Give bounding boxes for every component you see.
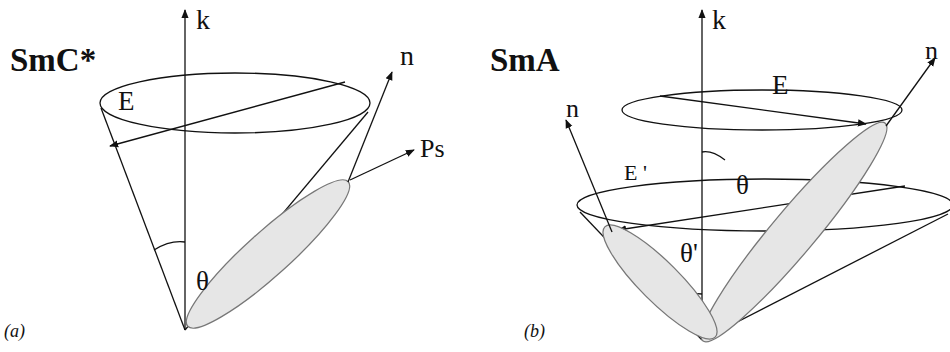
field-arrow (110, 82, 345, 146)
phase-name: SmC* (10, 44, 96, 77)
cone-rim (577, 179, 950, 231)
angle-label: θ' (680, 240, 698, 267)
phase-name: SmA (490, 44, 560, 77)
vector-label: E (772, 72, 789, 99)
panel-label: (b) (524, 322, 545, 340)
director-arrow (566, 120, 612, 232)
k-axis (701, 10, 702, 340)
vector-label: n (925, 38, 938, 64)
vector-label: n (400, 42, 414, 70)
field-arrow (660, 96, 866, 124)
vector-label: E ' (624, 162, 647, 184)
vector-label: E (118, 88, 135, 115)
angle-label: θ (736, 172, 749, 199)
cone-rim (622, 90, 902, 130)
axis-label: k (712, 6, 726, 34)
molecule (686, 109, 902, 352)
cone-rim (100, 73, 370, 133)
director-arrow (886, 58, 935, 126)
angle-label: θ (196, 268, 209, 295)
polarization-arrow (350, 150, 414, 180)
axis-label: k (196, 6, 210, 34)
vector-label: Ps (420, 136, 445, 162)
director-arrow (348, 72, 392, 182)
molecule (591, 213, 730, 352)
k-axis (184, 10, 185, 330)
vector-label: n (566, 96, 579, 122)
field-arrow (618, 186, 905, 230)
cone-side (101, 108, 185, 330)
angle-arc (702, 152, 725, 160)
panel-label: (a) (4, 322, 25, 340)
molecule (173, 165, 363, 342)
angle-arc (154, 242, 185, 250)
